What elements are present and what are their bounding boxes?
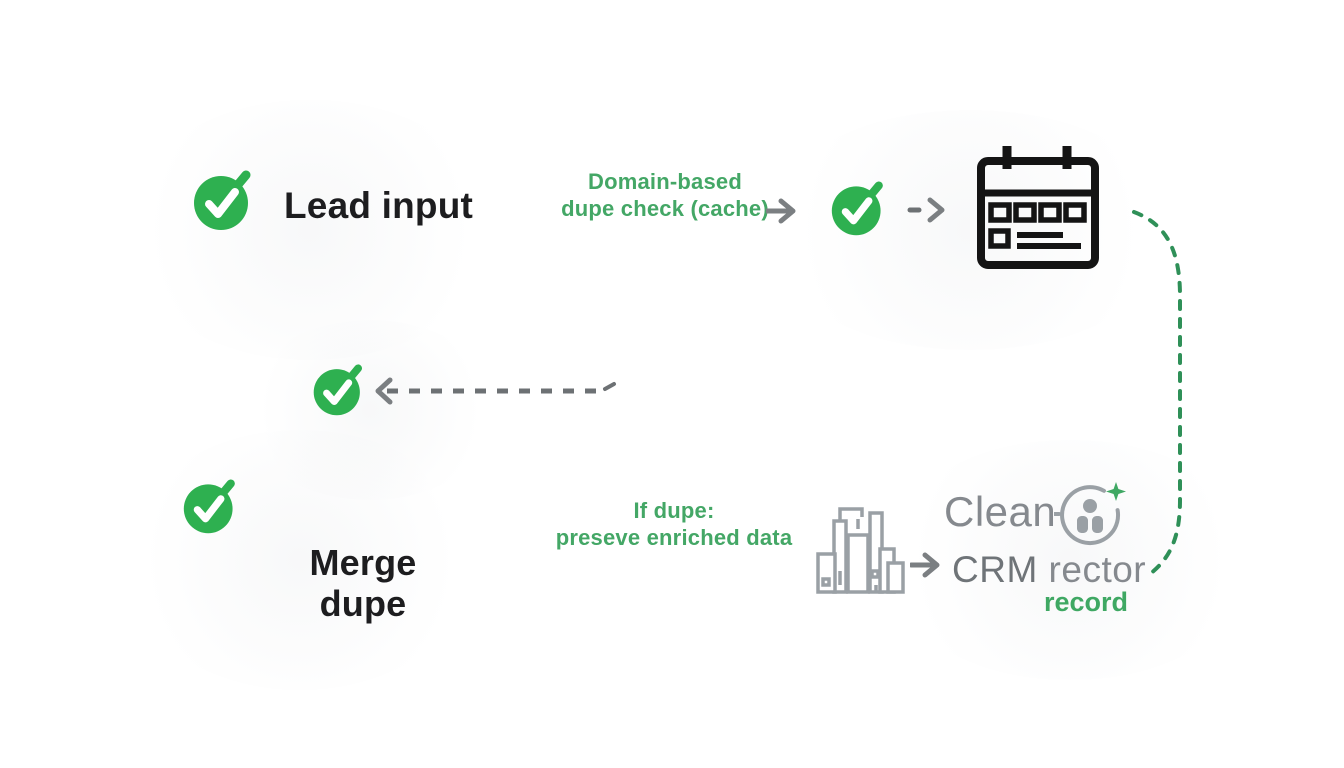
dashed-connector-curve xyxy=(1132,210,1182,576)
crm-word: CRM xyxy=(952,549,1038,590)
lead-input-label: Lead input xyxy=(284,185,474,226)
dashed-arrow-right-icon xyxy=(907,197,945,223)
if-dupe-label-line2: preseve enriched data xyxy=(555,525,793,550)
dupe-check-label-line2: dupe check (cache) xyxy=(561,196,769,221)
soft-blob xyxy=(240,320,500,500)
dupe-check-label: Domain-based dupe check (cache) xyxy=(545,168,785,222)
city-buildings-icon xyxy=(816,507,905,594)
calendar-icon xyxy=(977,146,1099,269)
check-circle-icon xyxy=(313,364,363,416)
merge-dupe-label-line1: Merge xyxy=(309,542,417,583)
record-word: record xyxy=(1043,587,1128,617)
arrow-right-icon xyxy=(766,198,796,224)
rector-word: rector xyxy=(1048,549,1147,590)
dupe-check-label-line1: Domain-based xyxy=(588,169,742,194)
dashed-arrow-left-icon xyxy=(375,377,616,405)
check-circle-icon xyxy=(194,170,251,230)
merge-dupe-label-line2: dupe xyxy=(319,583,407,624)
soft-blob xyxy=(760,110,1180,350)
if-dupe-label-line1: If dupe: xyxy=(633,498,715,523)
soft-blob xyxy=(120,100,500,360)
crm-rector-label: CRM rector xyxy=(952,549,1146,591)
check-circle-icon xyxy=(831,181,883,236)
merge-dupe-label: Merge dupe xyxy=(293,542,433,624)
arrow-right-icon xyxy=(910,552,940,578)
check-circle-icon xyxy=(183,479,235,534)
record-label-wrap: record xyxy=(1036,587,1128,618)
clean-word-label: Clean xyxy=(944,488,1057,535)
person-sync-sparkle-icon xyxy=(1054,482,1126,546)
if-dupe-label: If dupe: preseve enriched data xyxy=(548,497,800,551)
